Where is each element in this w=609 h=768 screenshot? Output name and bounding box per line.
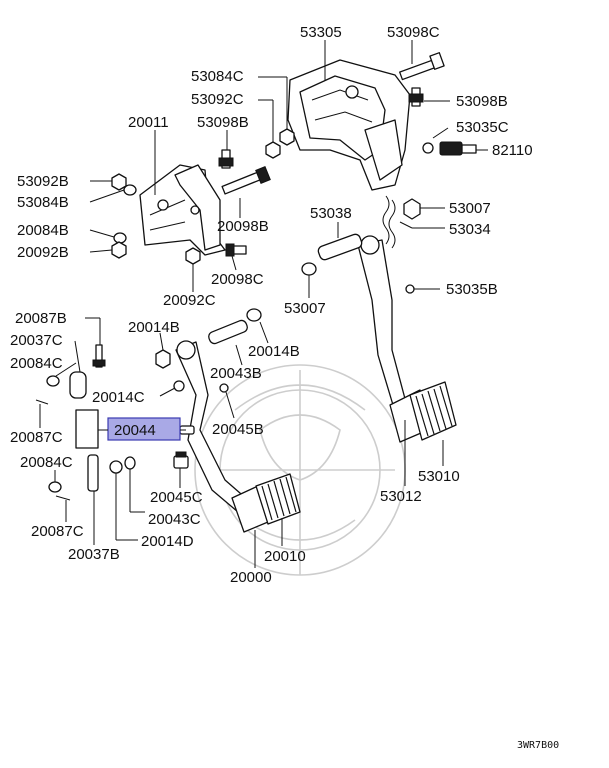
label-20092C[interactable]: 20092C <box>163 292 216 309</box>
label-20010[interactable]: 20010 <box>264 548 306 565</box>
label-20084B[interactable]: 20084B <box>17 222 69 239</box>
label-53010[interactable]: 53010 <box>418 468 460 485</box>
label-20087C-bottom[interactable]: 20087C <box>31 523 84 540</box>
label-53092B[interactable]: 53092B <box>17 173 69 190</box>
label-53084B[interactable]: 53084B <box>17 194 69 211</box>
label-20084C-top[interactable]: 20084C <box>10 355 63 372</box>
label-53007-bottom[interactable]: 53007 <box>284 300 326 317</box>
washer-53084B[interactable] <box>123 184 137 196</box>
bushing-20014C[interactable] <box>173 380 185 392</box>
pin-20045B[interactable] <box>219 383 229 393</box>
label-20087B[interactable]: 20087B <box>15 310 67 327</box>
label-20045B[interactable]: 20045B <box>212 421 264 438</box>
bolt-20098C[interactable] <box>225 243 247 257</box>
label-53098C[interactable]: 53098C <box>387 24 440 41</box>
spring-20044-assembly[interactable] <box>75 409 99 449</box>
bolt-53098B-left[interactable] <box>218 149 234 169</box>
nut-53092B[interactable] <box>111 173 127 191</box>
label-20084C-bottom[interactable]: 20084C <box>20 454 73 471</box>
pedal-arm-20000[interactable] <box>175 340 249 513</box>
leader-lines <box>39 40 488 568</box>
stopper-20045C[interactable] <box>173 451 189 469</box>
bushing-53007-bottom[interactable] <box>301 262 317 276</box>
label-20098C[interactable]: 20098C <box>211 271 264 288</box>
pin-20087C-top[interactable] <box>35 399 49 405</box>
washer-20084C-bottom[interactable] <box>48 481 62 493</box>
label-20043C[interactable]: 20043C <box>148 511 201 528</box>
label-20014B-left[interactable]: 20014B <box>128 319 180 336</box>
label-53035B[interactable]: 53035B <box>446 281 498 298</box>
label-53305[interactable]: 53305 <box>300 24 342 41</box>
pedal-pad-20010[interactable] <box>255 473 301 525</box>
pin-20087C-bottom[interactable] <box>55 495 71 501</box>
part-labels: 53305 53098C 53084C 53098B 53092C 20011 … <box>10 24 559 751</box>
clip-53035C[interactable] <box>422 142 434 154</box>
bolt-53098B-right[interactable] <box>408 87 424 107</box>
label-53084C[interactable]: 53084C <box>191 68 244 85</box>
label-53098B-right[interactable]: 53098B <box>456 93 508 110</box>
label-53098B-left[interactable]: 53098B <box>197 114 249 131</box>
label-20045C[interactable]: 20045C <box>150 489 203 506</box>
nut-53007-top[interactable] <box>403 198 421 220</box>
diagram-code: 3WR7B00 <box>517 740 559 751</box>
label-20092B[interactable]: 20092B <box>17 244 69 261</box>
nut-53084C[interactable] <box>279 128 295 146</box>
pedal-pad-53010[interactable] <box>389 381 457 443</box>
highlight-box-20044[interactable] <box>107 417 181 441</box>
label-53012[interactable]: 53012 <box>380 488 422 505</box>
label-53035C[interactable]: 53035C <box>456 119 509 136</box>
label-20037C[interactable]: 20037C <box>10 332 63 349</box>
label-20044[interactable]: 20044 <box>114 422 156 439</box>
watermark-emblem <box>194 364 406 576</box>
pedal-bracket-53305[interactable] <box>287 59 411 191</box>
shaft-53038[interactable] <box>317 233 363 261</box>
pedal-bracket-20011[interactable] <box>139 164 226 256</box>
label-53038[interactable]: 53038 <box>310 205 352 222</box>
label-53007-top[interactable]: 53007 <box>449 200 491 217</box>
washer-20084B[interactable] <box>113 232 127 244</box>
nut-20092C[interactable] <box>185 247 201 265</box>
label-20011[interactable]: 20011 <box>128 114 169 131</box>
label-53034[interactable]: 53034 <box>449 221 491 238</box>
bushing-20014D[interactable] <box>109 460 123 474</box>
bolt-53098C[interactable] <box>399 52 445 81</box>
label-20000[interactable]: 20000 <box>230 569 272 586</box>
label-53092C[interactable]: 53092C <box>191 91 244 108</box>
bushing-20014B-right[interactable] <box>246 308 262 322</box>
nut-53092C[interactable] <box>265 141 281 159</box>
label-20014D[interactable]: 20014D <box>141 533 194 550</box>
nut-20092B[interactable] <box>111 241 127 259</box>
rod-20037B[interactable] <box>87 454 99 492</box>
clip-53035B[interactable] <box>405 284 415 294</box>
shaft-20043B[interactable] <box>207 319 249 345</box>
label-82110[interactable]: 82110 <box>492 142 533 159</box>
label-20043B[interactable]: 20043B <box>210 365 262 382</box>
rod-20037C[interactable] <box>69 371 87 399</box>
label-20037B[interactable]: 20037B <box>68 546 120 563</box>
label-20098B[interactable]: 20098B <box>217 218 269 235</box>
label-20014B-right[interactable]: 20014B <box>248 343 300 360</box>
spring-53034[interactable] <box>382 195 396 249</box>
label-20014C[interactable]: 20014C <box>92 389 145 406</box>
switch-82110[interactable] <box>439 141 477 156</box>
washer-20084C-top[interactable] <box>46 375 60 387</box>
bolt-20087B[interactable] <box>92 344 106 368</box>
bushing-20014B-left[interactable] <box>155 349 171 369</box>
bushing-20043C[interactable] <box>124 456 136 470</box>
bolt-20098B[interactable] <box>221 165 271 195</box>
label-20087C-top[interactable]: 20087C <box>10 429 63 446</box>
